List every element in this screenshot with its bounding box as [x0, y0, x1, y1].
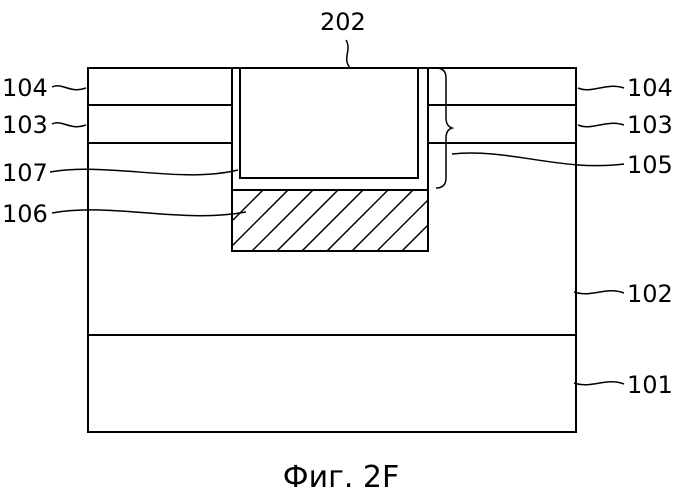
label-103-left: 103	[2, 111, 48, 139]
brace-105	[436, 68, 452, 188]
leader-103-left	[52, 123, 86, 127]
label-101: 101	[627, 371, 673, 399]
label-107: 107	[2, 159, 48, 187]
label-104-right: 104	[627, 74, 673, 102]
label-102: 102	[627, 280, 673, 308]
leader-104-left	[52, 86, 86, 90]
label-105: 105	[627, 151, 673, 179]
label-103-right: 103	[627, 111, 673, 139]
figure-caption: Фиг. 2F	[283, 460, 400, 495]
leader-105	[452, 153, 624, 166]
label-106: 106	[2, 200, 48, 228]
leader-101	[574, 382, 624, 385]
label-202: 202	[320, 8, 366, 36]
liner-107	[240, 68, 418, 178]
region-106-hatched	[197, 186, 467, 256]
leader-202	[346, 40, 350, 68]
leader-107	[50, 169, 238, 175]
leader-102	[574, 291, 624, 294]
leader-103-right	[578, 123, 624, 126]
leader-106	[52, 210, 246, 216]
leader-104-right	[578, 86, 624, 89]
label-104-left: 104	[2, 74, 48, 102]
